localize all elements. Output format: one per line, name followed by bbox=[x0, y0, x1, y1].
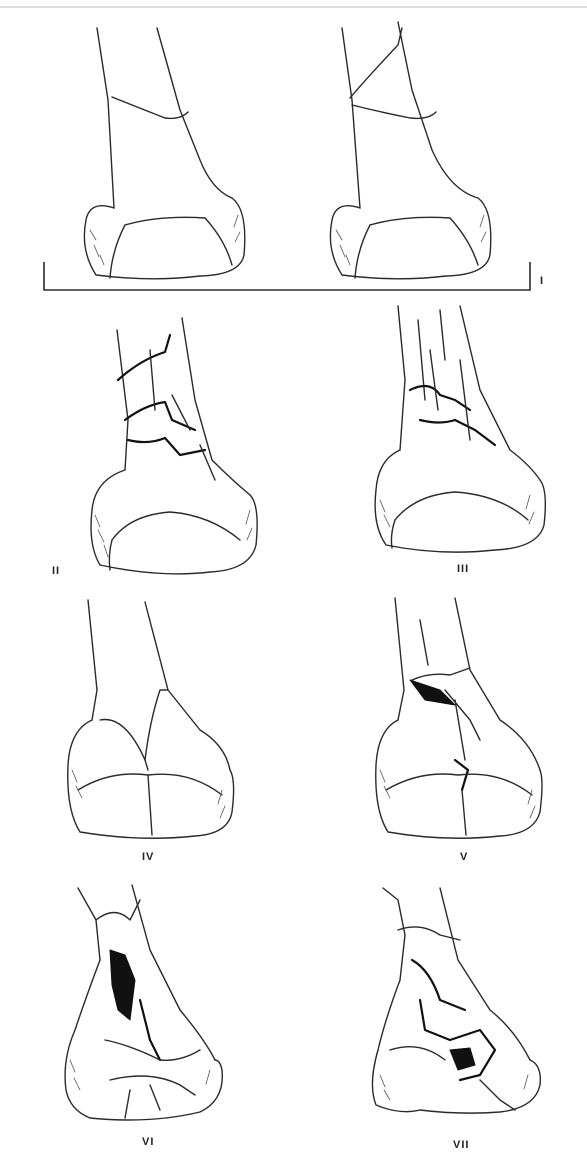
label-type-5: V bbox=[460, 851, 468, 863]
label-type-7: VII bbox=[453, 1139, 469, 1151]
label-type-1: I bbox=[540, 275, 544, 287]
label-type-3: III bbox=[457, 563, 469, 575]
type-5-drawing bbox=[376, 598, 542, 838]
label-type-2: II bbox=[52, 565, 60, 577]
type-6-drawing bbox=[65, 885, 222, 1120]
type-4-drawing bbox=[68, 600, 234, 838]
type-2-drawing bbox=[91, 318, 257, 574]
type-3-drawing bbox=[375, 306, 545, 552]
type-7-drawing bbox=[372, 888, 540, 1113]
label-type-6: VI bbox=[142, 1136, 154, 1148]
type-1-bracket bbox=[44, 262, 530, 290]
type-1-left-drawing bbox=[84, 28, 244, 279]
label-type-4: IV bbox=[142, 851, 154, 863]
type-1-right-drawing bbox=[330, 22, 490, 279]
